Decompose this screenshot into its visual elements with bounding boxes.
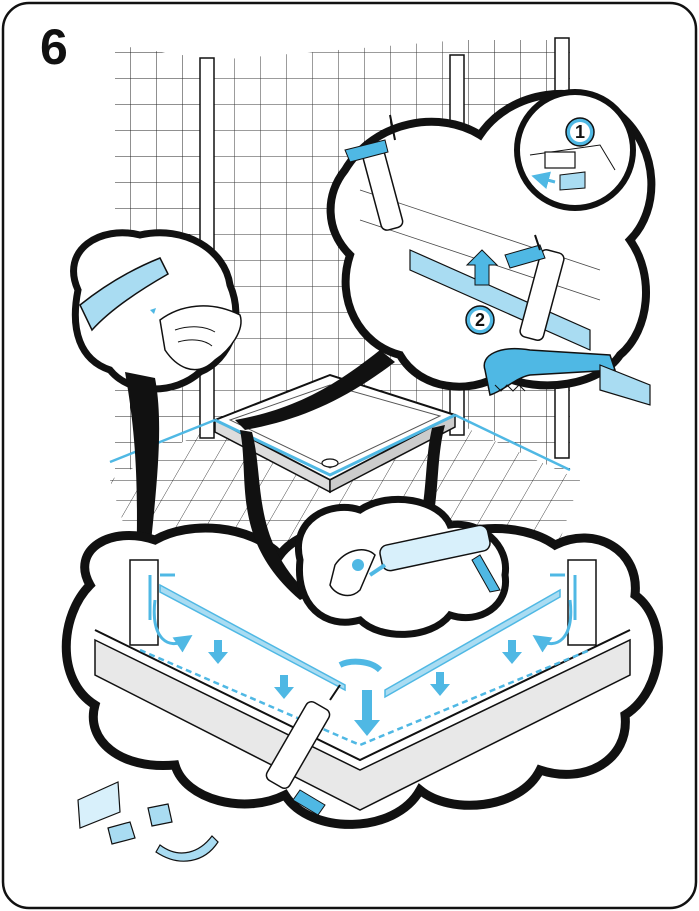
part-connector <box>148 804 172 826</box>
callout-1: 1 <box>566 118 594 146</box>
svg-text:1: 1 <box>575 122 585 142</box>
callout-2: 2 <box>466 306 494 334</box>
step-number: 6 <box>40 22 68 72</box>
drain <box>322 459 338 467</box>
inset-circle <box>517 92 633 208</box>
svg-text:2: 2 <box>475 310 485 330</box>
